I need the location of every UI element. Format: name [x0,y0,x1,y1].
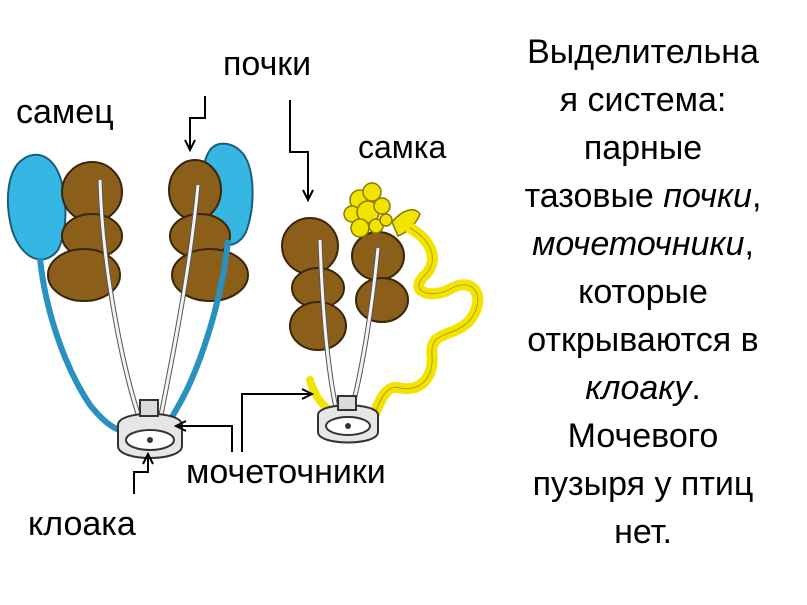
description-line: мочеточники, [532,225,754,263]
female-oviduct-funnel [391,209,421,237]
description-line: пузыря у птиц [532,465,754,503]
term-kidneys: почки [663,177,752,215]
female-kidney [281,217,347,351]
description-line: клоаку. [585,369,701,407]
female-ovary [343,182,393,238]
description-line: Мочевого [567,417,719,455]
female-right-kidney [351,231,409,323]
male-system [6,142,254,459]
pointer-kidneys-female [289,100,309,198]
male-cloaca [117,399,183,459]
pointer-lines [133,96,315,494]
label-kidneys: почки [223,45,312,83]
description-line: нет. [614,513,672,551]
description-line: Выделительна [527,33,759,71]
label-ureters: мочеточники [186,453,386,491]
description-line: парные [583,129,703,167]
pointer-ureters-male [178,425,233,452]
female-cloaca [317,395,379,444]
female-right-ureter-core [350,247,380,409]
description-line: тазовые почки, [524,177,762,215]
description-text: Выделительна я система: парные тазовые п… [493,28,793,556]
label-female: самка [358,129,447,165]
male-right-ureter-core [158,184,200,421]
pointer-cloaca [133,456,149,494]
label-male: самец [16,93,114,131]
female-oviduct-outline [371,227,479,421]
male-left-ureter-core [98,179,142,421]
label-cloaca: клоака [28,505,136,543]
description-line: я система: [559,81,727,119]
male-right-kidney [168,159,249,302]
term-ureters: мочеточники [532,225,745,263]
term-cloaca: клоаку [585,369,692,407]
description-line: открываются в [527,321,759,359]
female-left-ureter-core [318,239,338,409]
pointer-kidneys-male [189,96,206,148]
female-vestigial-oviduct [306,376,334,414]
description-line: которые [578,273,708,311]
male-left-testis [6,153,67,261]
pointer-ureters-female [241,393,310,452]
female-system [281,182,484,444]
